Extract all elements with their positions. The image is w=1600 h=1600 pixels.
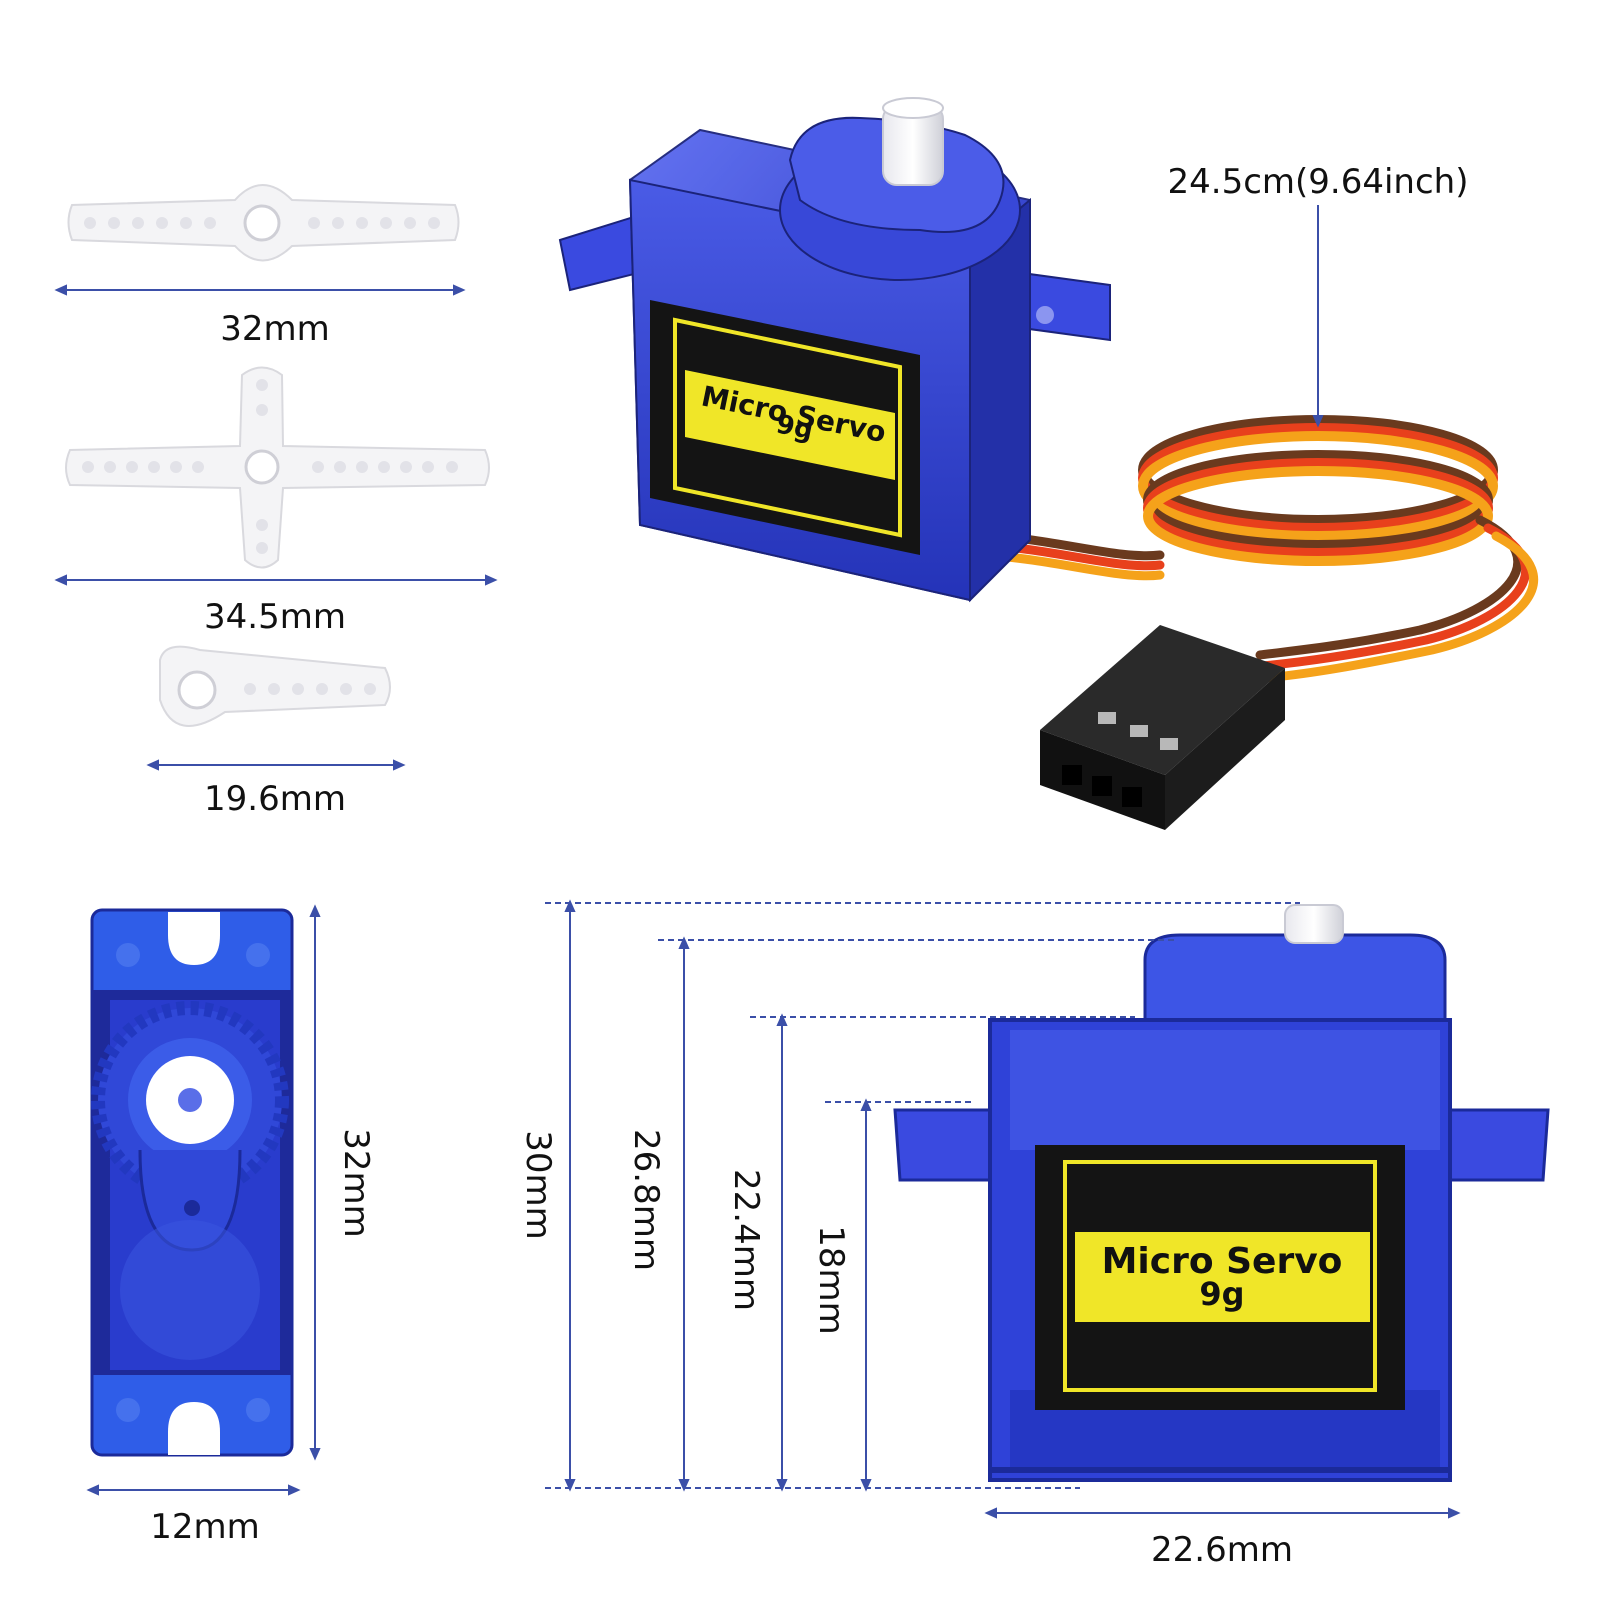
top-view-width-label: 12mm	[150, 1507, 260, 1547]
height-reference-lines	[545, 902, 1300, 1489]
horn-cross-label: 34.5mm	[204, 597, 346, 637]
body-width-label: 22.6mm	[1151, 1530, 1293, 1570]
top-view-height-label: 32mm	[336, 1128, 376, 1238]
horn-cross-arm	[65, 366, 490, 569]
front-label-line1: Micro Servo	[1102, 1241, 1343, 1282]
horn-single-arm	[159, 645, 391, 727]
servo-perspective-view: Micro Servo 9g	[558, 97, 1538, 830]
servo-connector	[1040, 625, 1285, 830]
total-height-label: 30mm	[518, 1130, 558, 1240]
horn-single-label: 19.6mm	[204, 779, 346, 819]
servo-front-view: Micro Servo 9g	[893, 904, 1550, 1482]
front-label-line2: 9g	[1199, 1275, 1244, 1313]
servo-top-view	[90, 908, 294, 1457]
horn-double-arm	[67, 184, 460, 262]
gear-top-height-label: 26.8mm	[626, 1129, 666, 1271]
cable-length-label: 24.5cm(9.64inch)	[1168, 162, 1469, 202]
body-height-label: 22.4mm	[726, 1169, 766, 1311]
perspective-label-line2: 9g	[774, 409, 816, 446]
tab-height-label: 18mm	[811, 1225, 851, 1335]
servo-cable	[980, 415, 1538, 683]
horn-double-label: 32mm	[220, 309, 330, 349]
